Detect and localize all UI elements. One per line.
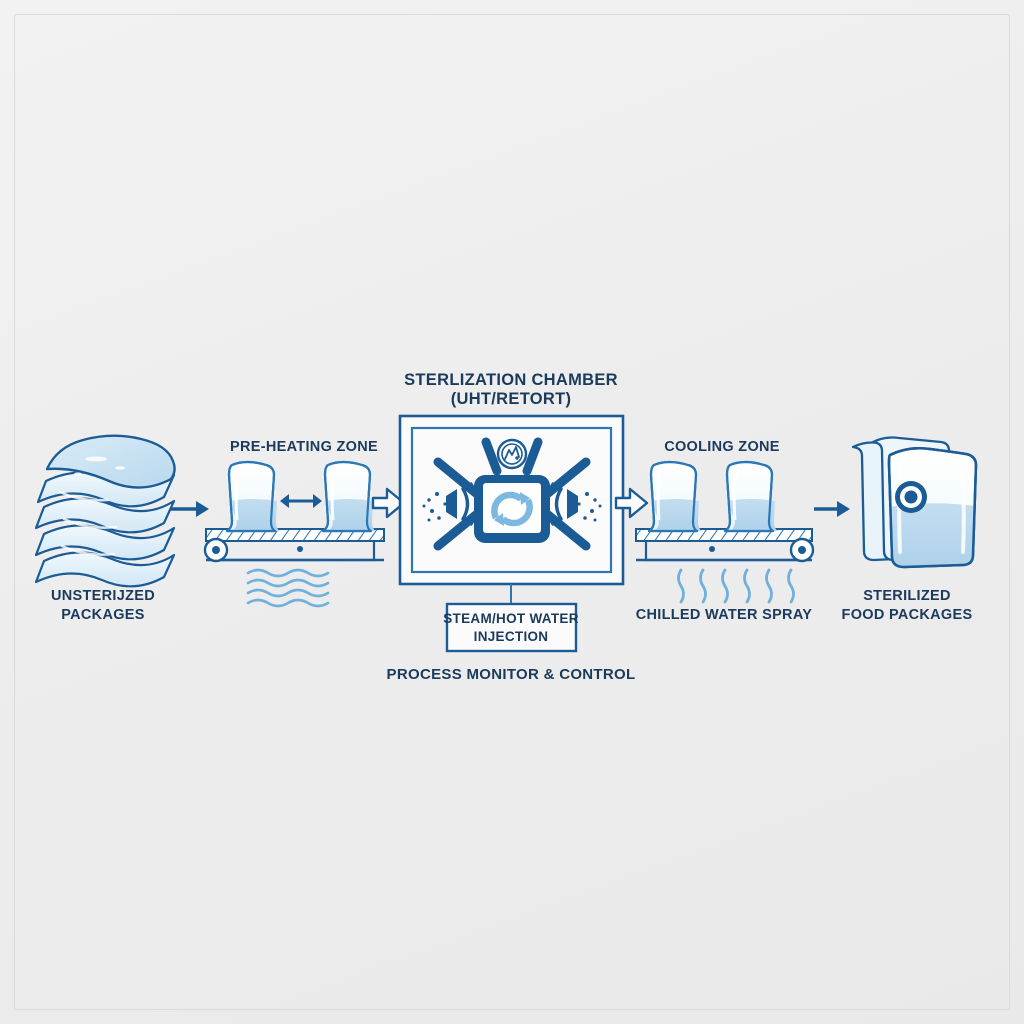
heat-wave-icon (246, 568, 330, 608)
diagram-frame (14, 14, 1010, 1010)
steam-injection-line1: STEAM/HOT WATER (443, 611, 579, 626)
arrow-left-right-icon (280, 494, 322, 508)
conveyor-belt-icon-cooling (635, 528, 815, 563)
input-label-line1: UNSTERIJZED (51, 588, 155, 604)
water-spray-icon (677, 568, 795, 604)
pouch-preheat-1 (225, 460, 280, 533)
arrow-right-icon-intake (170, 501, 209, 517)
recycle-cycle-icon (474, 475, 550, 543)
pouch-preheat-2 (321, 460, 376, 533)
spray-nozzle-icon-right (544, 482, 602, 526)
steam-injection-line2: INJECTION (474, 629, 549, 644)
input-label-line2: PACKAGES (61, 607, 145, 623)
quality-seal-icon (895, 481, 927, 513)
process-monitor-label: PROCESS MONITOR & CONTROL (387, 666, 636, 683)
sterilization-chamber (398, 414, 625, 586)
output-label-line2: FOOD PACKAGES (842, 607, 973, 623)
gauge-meter-icon (496, 438, 528, 470)
pouch-cooling-1 (647, 460, 702, 533)
steam-injection-callout (445, 584, 578, 653)
pouch-cooling-2 (723, 460, 778, 533)
sealed-package-stack-icon (851, 436, 978, 569)
arrow-right-icon-output (814, 501, 850, 517)
zone-label-preheating: PRE-HEATING ZONE (230, 439, 378, 455)
chilled-spray-label: CHILLED WATER SPRAY (636, 607, 813, 623)
package-stack-icon (34, 434, 176, 588)
conveyor-belt-icon-preheat (203, 528, 385, 563)
zone-label-cooling: COOLING ZONE (664, 439, 780, 455)
block-arrow-right-icon-exit (614, 487, 649, 519)
block-arrow-right-icon-entry (371, 487, 406, 519)
chamber-title-line1: STERLIZATION CHAMBER (404, 371, 618, 389)
output-label-line1: STERILIZED (863, 588, 951, 604)
chamber-title-line2: (UHT/RETORT) (451, 390, 572, 408)
